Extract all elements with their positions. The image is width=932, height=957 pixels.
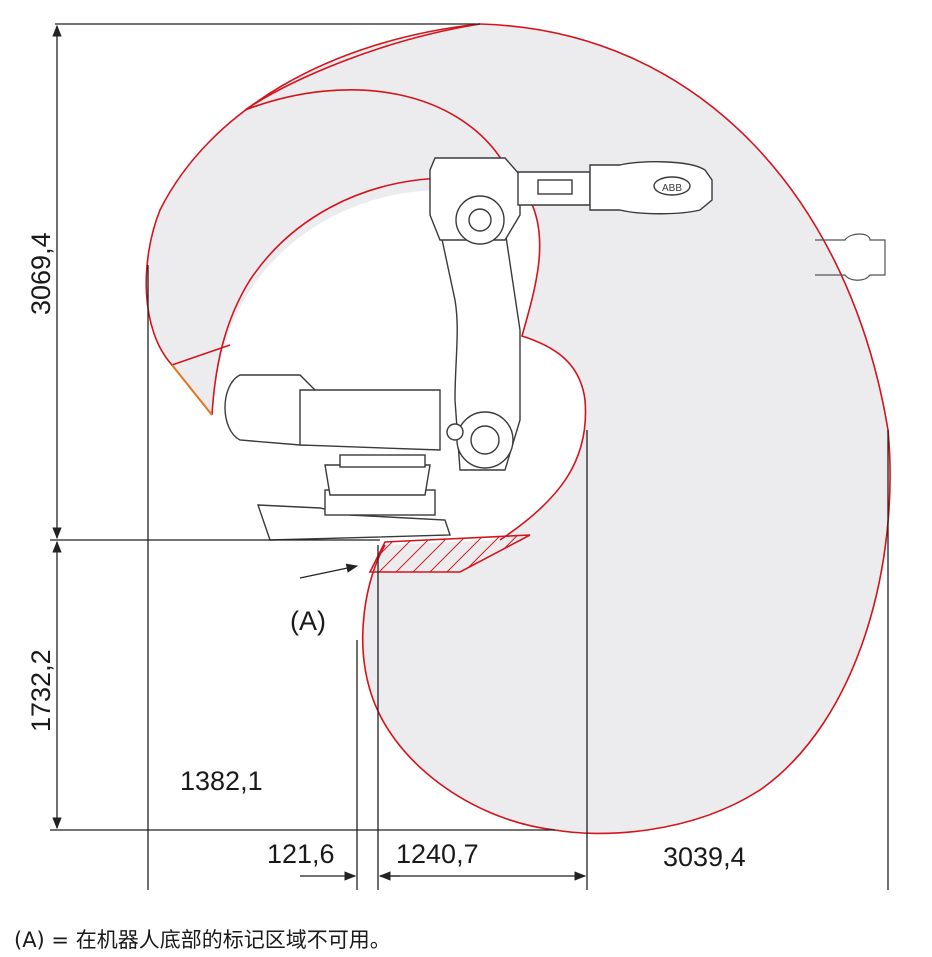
abb-logo-badge [653,176,691,196]
dim-height-lower-label: 1732,2 [26,649,56,732]
envelope-orange-segment [171,364,213,416]
robot-rotary-base [324,464,431,496]
abb-logo-text: ABB [662,183,682,194]
envelope-upper-inner-boundary [211,23,506,416]
dim-outer-reach-label: 3039,4 [663,842,746,872]
robot-drawing: ABB [224,157,713,541]
dim-height-upper-label: 3069,4 [26,232,56,315]
envelope-inner-boundary [499,199,587,541]
robot-wrist [589,161,713,215]
footnote-caption: (A) = 在机器人底部的标记区域不可用。 [14,928,391,952]
envelope-outer-region [146,24,891,834]
envelope-lower-boundary [362,544,556,831]
tool-outline [815,233,886,281]
envelope-left-boundary [145,23,481,366]
dim-inner-reach-label: 1240,7 [396,839,479,869]
hatched-restricted-area [368,534,531,573]
robot-lower-arm [439,229,521,471]
dim-reach-left-label: 1382,1 [180,766,263,796]
callout-a-label: (A) [290,606,326,636]
callout-a-arrow [299,563,359,579]
dimension-lines [50,23,889,890]
dim-base-offset-label: 121,6 [267,839,335,869]
